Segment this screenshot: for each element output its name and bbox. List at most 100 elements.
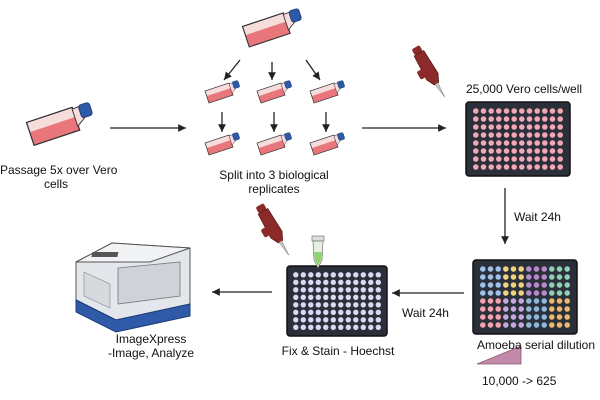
plate-well (549, 306, 555, 312)
plate-well (293, 324, 299, 330)
plate-well (564, 322, 570, 328)
plate-well (564, 282, 570, 288)
plate-well (496, 108, 502, 114)
plate-well (293, 317, 299, 323)
plate-well (526, 322, 532, 328)
plate-well (473, 164, 479, 170)
plate-well (503, 124, 510, 130)
plate-well (360, 287, 366, 293)
plate-well (549, 108, 556, 114)
plate-well (541, 306, 547, 312)
replicate-flask-icon (309, 79, 346, 104)
plate-well (360, 272, 366, 278)
plate-well (542, 140, 548, 146)
plate-well (503, 108, 510, 114)
plate-well (549, 298, 555, 304)
plate-well (315, 309, 321, 315)
stained-plate (286, 265, 388, 337)
plate-well (496, 132, 502, 138)
plate-well (375, 324, 381, 330)
plate-well (368, 294, 374, 300)
plate-well (353, 317, 359, 323)
plate-well (542, 156, 548, 162)
plate-well (480, 116, 487, 122)
plate-well (345, 272, 351, 278)
plate-well (510, 298, 517, 304)
plate-well (503, 164, 510, 170)
plate-well (480, 108, 487, 114)
plate-well (293, 309, 299, 315)
plate-well (549, 314, 555, 320)
plate-well (496, 156, 502, 162)
plate-well (480, 282, 486, 288)
split-label: Split into 3 biological replicates (214, 168, 334, 196)
plate-well (368, 279, 374, 285)
plate-well (519, 140, 525, 146)
plate-well (353, 272, 359, 278)
plate-well (542, 108, 548, 114)
stain-tube-icon (311, 235, 325, 269)
plate-well (542, 116, 548, 122)
plate-well (510, 274, 517, 280)
plate-well (495, 314, 501, 320)
plate-well (518, 282, 524, 288)
plate-well (503, 140, 510, 146)
plate-well (519, 116, 525, 122)
plate-well (480, 132, 487, 138)
plate-well (345, 317, 351, 323)
plate-well (526, 124, 533, 130)
plate-well (511, 148, 517, 154)
plate-well (323, 279, 329, 285)
plate-well (534, 124, 540, 130)
plate-well (330, 272, 336, 278)
pipette-icon (404, 43, 451, 104)
plate-well (480, 274, 486, 280)
plate-well (511, 156, 517, 162)
plate-well (480, 322, 486, 328)
plate-well (549, 322, 555, 328)
plate-well (549, 282, 555, 288)
plate-well (549, 164, 556, 170)
plate-well (495, 322, 501, 328)
plate-well (564, 274, 570, 280)
plate-well (480, 124, 487, 130)
plate-well (308, 279, 314, 285)
plate-well (315, 324, 321, 330)
plate-well (323, 294, 329, 300)
plate-well (487, 274, 494, 280)
plate-well (518, 322, 524, 328)
plate-well (338, 309, 344, 315)
plate-well (480, 156, 487, 162)
plate-well (534, 148, 540, 154)
plate-well (480, 290, 486, 296)
plate-well (300, 302, 306, 308)
plate-well (496, 116, 502, 122)
plate-well (549, 266, 555, 272)
plate-well (480, 148, 487, 154)
plate-well (557, 140, 563, 146)
plate-well (487, 306, 494, 312)
plate-well (503, 282, 509, 288)
plate-well (487, 282, 494, 288)
plate-well (541, 266, 547, 272)
plate-well (488, 108, 494, 114)
plate-well (510, 314, 517, 320)
plate-well (308, 317, 314, 323)
plate-well (360, 324, 366, 330)
plate-well (549, 140, 556, 146)
plate-well (480, 306, 486, 312)
plate-well (518, 266, 524, 272)
plate-well (495, 266, 501, 272)
plate-well (338, 324, 344, 330)
plate-well (542, 148, 548, 154)
plate-well (541, 290, 547, 296)
plate-well (511, 108, 517, 114)
plate-well (519, 108, 525, 114)
plate-well (368, 317, 374, 323)
plate-well (542, 132, 548, 138)
plate-well (308, 272, 314, 278)
plate-well (533, 314, 540, 320)
dilution-label: Amoeba serial dilution (476, 338, 596, 352)
plate-well (487, 298, 494, 304)
plate-well (496, 140, 502, 146)
